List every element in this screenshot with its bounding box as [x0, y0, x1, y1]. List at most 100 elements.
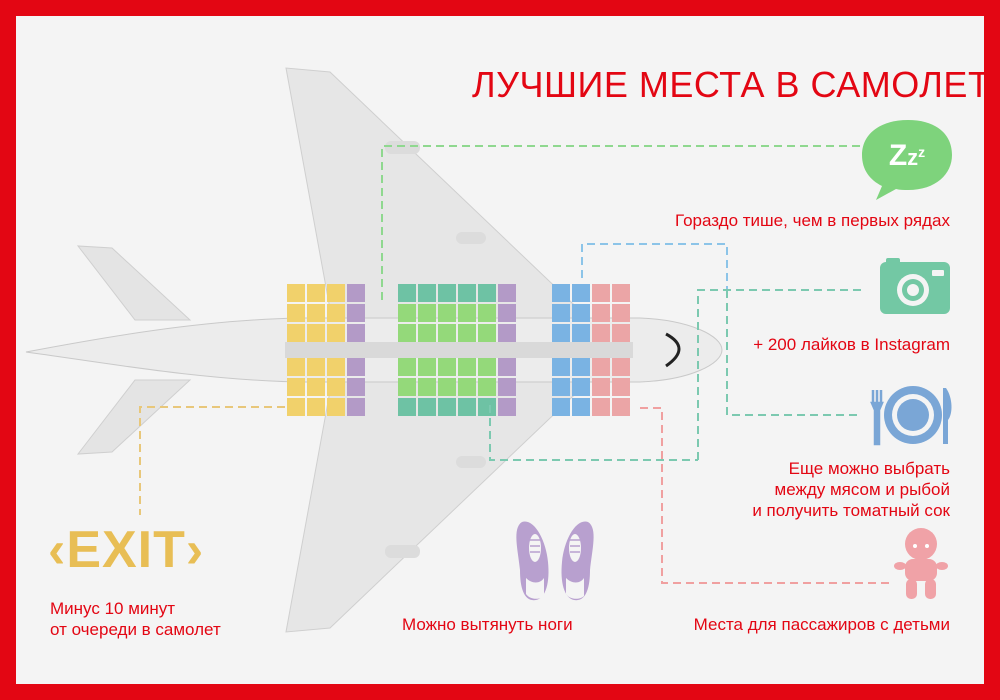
- seat-mid-bottom-r1-c4: [458, 358, 476, 376]
- seat-rear-top-r1-c3: [327, 284, 345, 302]
- exit-sign-icon: ‹EXIT›: [48, 521, 205, 579]
- seat-rear-top-r1-c2: [307, 284, 325, 302]
- seat-mid-top-r2-c1: [398, 304, 416, 322]
- seat-mid-bottom-r3-c3: [438, 398, 456, 416]
- seat-rear-top-r1-c4: [347, 284, 365, 302]
- infographic-canvas: Zzz: [25, 67, 952, 633]
- seat-rear-bottom-r2-c2: [307, 378, 325, 396]
- seat-mid-bottom-r3-c5: [478, 398, 496, 416]
- aisle: [285, 342, 633, 358]
- seat-mid-bottom-r3-c4: [458, 398, 476, 416]
- seat-mid-top-r1-c1: [398, 284, 416, 302]
- seat-front-top-r2-c4: [612, 304, 630, 322]
- seat-rear-bottom-r1-c3: [327, 358, 345, 376]
- seat-front-bottom-r1-c2: [572, 358, 590, 376]
- seat-front-bottom-r1-c4: [612, 358, 630, 376]
- seat-mid-bottom-r2-c3: [438, 378, 456, 396]
- seat-rear-bottom-r3-c4: [347, 398, 365, 416]
- seat-mid-bottom-r1-c6: [498, 358, 516, 376]
- seat-front-bottom-r3-c4: [612, 398, 630, 416]
- seat-mid-bottom-r2-c1: [398, 378, 416, 396]
- engine-1: [385, 141, 420, 154]
- sleep-bubble-icon: Zzz: [862, 120, 952, 200]
- seat-rear-top-r3-c3: [327, 324, 345, 342]
- seat-front-bottom-r2-c4: [612, 378, 630, 396]
- seat-rear-bottom-r3-c2: [307, 398, 325, 416]
- seat-front-bottom-r1-c3: [592, 358, 610, 376]
- caption-quiet: Гораздо тише, чем в первых рядах: [675, 211, 950, 230]
- lower-wing: [285, 379, 592, 633]
- cockpit-window: [665, 332, 681, 368]
- seat-mid-top-r3-c2: [418, 324, 436, 342]
- connector-instagram: [581, 243, 728, 290]
- seat-rear-top-r2-c4: [347, 304, 365, 322]
- seat-mid-bottom-r3-c2: [418, 398, 436, 416]
- seat-mid-bottom-r2-c6: [498, 378, 516, 396]
- connector-exit: [139, 406, 285, 515]
- tail-top: [76, 245, 192, 321]
- caption-children: Места для пассажиров с детьми: [693, 615, 950, 634]
- seat-mid-top-r1-c3: [438, 284, 456, 302]
- seat-rear-top-r2-c1: [287, 304, 305, 322]
- seat-mid-top-r2-c5: [478, 304, 496, 322]
- seat-mid-top-r3-c1: [398, 324, 416, 342]
- seat-front-bottom-r3-c2: [572, 398, 590, 416]
- seat-mid-top-r1-c4: [458, 284, 476, 302]
- seat-mid-bottom-r2-c4: [458, 378, 476, 396]
- seat-mid-top-r1-c6: [498, 284, 516, 302]
- caption-food-line-1: Еще можно выбрать: [788, 459, 950, 478]
- seat-front-top-r3-c2: [572, 324, 590, 342]
- caption-exit-line-2: от очереди в самолет: [50, 620, 221, 639]
- seat-front-top-r3-c3: [592, 324, 610, 342]
- caption-instagram: + 200 лайков в Instagram: [753, 335, 950, 354]
- caption-legs: Можно вытянуть ноги: [402, 615, 573, 634]
- seat-front-top-r2-c3: [592, 304, 610, 322]
- caption-exit-line-1: Минус 10 минут: [50, 599, 176, 618]
- seat-rear-bottom-r2-c4: [347, 378, 365, 396]
- page-title: ЛУЧШИЕ МЕСТА В САМОЛЕТЕ: [472, 64, 984, 105]
- seat-rear-bottom-r2-c3: [327, 378, 345, 396]
- connector-legs: [489, 405, 698, 461]
- seat-mid-bottom-r1-c3: [438, 358, 456, 376]
- seat-mid-bottom-r1-c2: [418, 358, 436, 376]
- engine-2: [456, 232, 486, 244]
- seat-mid-top-r2-c4: [458, 304, 476, 322]
- seat-mid-top-r3-c5: [478, 324, 496, 342]
- seat-mid-top-r3-c4: [458, 324, 476, 342]
- seat-mid-top-r2-c6: [498, 304, 516, 322]
- tail-bottom: [76, 379, 192, 455]
- seat-rear-bottom-r2-c1: [287, 378, 305, 396]
- seat-mid-bottom-r3-c6: [498, 398, 516, 416]
- connector-food: [697, 289, 862, 460]
- seat-front-top-r3-c4: [612, 324, 630, 342]
- seat-mid-top-r1-c2: [418, 284, 436, 302]
- seat-rear-bottom-r1-c4: [347, 358, 365, 376]
- seat-front-top-r2-c2: [572, 304, 590, 322]
- seat-mid-bottom-r3-c1: [398, 398, 416, 416]
- seat-rear-top-r3-c4: [347, 324, 365, 342]
- seat-front-top-r1-c1: [552, 284, 570, 302]
- shoes-icon: [516, 521, 594, 601]
- seat-front-top-r3-c1: [552, 324, 570, 342]
- seat-mid-top-r2-c2: [418, 304, 436, 322]
- baby-icon: [894, 528, 948, 599]
- seat-front-top-r2-c1: [552, 304, 570, 322]
- seat-front-bottom-r3-c1: [552, 398, 570, 416]
- seat-mid-bottom-r1-c5: [478, 358, 496, 376]
- seat-front-top-r1-c4: [612, 284, 630, 302]
- camera-icon: [880, 258, 950, 314]
- connector-children: [640, 407, 892, 584]
- seat-front-bottom-r2-c3: [592, 378, 610, 396]
- seat-front-top-r1-c2: [572, 284, 590, 302]
- infographic-frame: Zzz: [16, 16, 984, 684]
- seat-front-top-r1-c3: [592, 284, 610, 302]
- seat-rear-top-r3-c2: [307, 324, 325, 342]
- seat-rear-top-r2-c3: [327, 304, 345, 322]
- seat-front-bottom-r3-c3: [592, 398, 610, 416]
- seat-mid-bottom-r1-c1: [398, 358, 416, 376]
- seat-rear-top-r3-c1: [287, 324, 305, 342]
- seat-map: [287, 284, 630, 416]
- connector-lines: [139, 145, 892, 584]
- connector-quiet: [381, 145, 862, 300]
- airplane: [25, 67, 723, 633]
